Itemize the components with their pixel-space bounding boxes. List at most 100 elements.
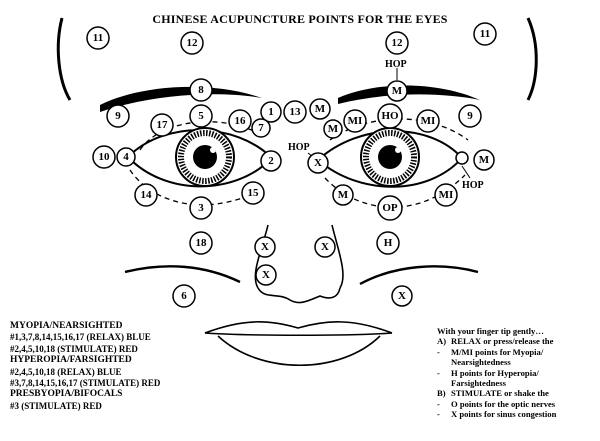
instructions-intro: With your finger tip gently…: [437, 326, 544, 336]
hop-label-top: HOP: [385, 59, 407, 70]
point-13[interactable]: 13: [283, 100, 307, 124]
treatment-legend: MYOPIA/NEARSIGHTED #1,3,7,8,14,15,16,17 …: [10, 321, 260, 412]
svg-text:9: 9: [467, 110, 473, 122]
instruction-b-item-1: - O points for the optic nerves: [437, 399, 597, 409]
point-m-inner[interactable]: M: [309, 98, 331, 120]
diagram-title: CHINESE ACUPUNCTURE POINTS FOR THE EYES: [152, 12, 448, 26]
svg-text:HO: HO: [381, 110, 399, 122]
instruction-a-item-2-text: H points for Hyperopia/: [451, 367, 539, 378]
point-11-right[interactable]: 11: [473, 22, 497, 46]
svg-text:X: X: [321, 241, 329, 253]
svg-text:12: 12: [392, 37, 404, 49]
svg-text:MI: MI: [439, 189, 454, 201]
svg-text:1: 1: [268, 106, 274, 118]
right-iris-texture: [363, 130, 417, 184]
svg-text:5: 5: [198, 110, 204, 122]
point-5[interactable]: 5: [189, 104, 213, 128]
instruction-a-text: RELAX or press/release the: [451, 336, 554, 347]
svg-text:11: 11: [480, 28, 490, 40]
instruction-b: B) STIMULATE or shake the: [437, 388, 597, 398]
point-1[interactable]: 1: [260, 101, 282, 123]
instruction-b-item-1-text: O points for the optic nerves: [451, 398, 556, 409]
svg-text:M: M: [392, 85, 403, 97]
svg-text:X: X: [314, 157, 322, 169]
nose-base: [257, 287, 341, 304]
point-o-outer-eye[interactable]: [455, 151, 469, 165]
point-7[interactable]: 7: [251, 118, 271, 138]
point-mi-lower[interactable]: MI: [434, 183, 458, 207]
instruction-a-item-1: - M/MI points for Myopia/: [437, 347, 597, 357]
point-15[interactable]: 15: [241, 181, 265, 205]
point-x-nose-left[interactable]: X: [254, 236, 276, 258]
point-mi-upper-inner[interactable]: MI: [343, 109, 367, 133]
point-12-left[interactable]: 12: [180, 31, 204, 55]
svg-text:3: 3: [198, 202, 204, 214]
svg-text:M: M: [338, 189, 349, 201]
instruction-a: A) RELAX or press/release the: [437, 336, 597, 346]
instruction-b-item-2-text: X points for sinus congestion: [451, 409, 557, 420]
svg-text:M: M: [328, 123, 339, 135]
instruction-a-item-2: - H points for Hyperopia/: [437, 368, 597, 378]
point-x-cheek-left[interactable]: X: [255, 264, 277, 286]
instruction-b-text: STIMULATE or shake the: [451, 388, 549, 399]
svg-text:10: 10: [99, 151, 111, 163]
left-temple-hair: [56, 17, 72, 101]
instructions: With your finger tip gently… A) RELAX or…: [437, 326, 597, 420]
svg-text:16: 16: [235, 115, 247, 127]
point-x-nose-right[interactable]: X: [314, 236, 336, 258]
svg-text:MI: MI: [348, 115, 363, 127]
point-ho[interactable]: HO: [377, 103, 403, 129]
point-x-cheek-right[interactable]: X: [391, 285, 413, 307]
left-cheek-line: [124, 265, 241, 284]
point-x-inner-eye[interactable]: X: [307, 152, 329, 174]
svg-text:X: X: [262, 269, 270, 281]
mouth-line: [204, 332, 393, 337]
point-16[interactable]: 16: [228, 109, 252, 133]
point-11-left[interactable]: 11: [86, 26, 110, 50]
myopia-title: MYOPIA/NEARSIGHTED: [10, 321, 123, 331]
point-8[interactable]: 8: [189, 78, 213, 102]
right-eyebrow: [338, 85, 480, 104]
point-3[interactable]: 3: [189, 196, 213, 220]
hyperopia-stimulate: #3,7,8,14,15,16,17 (STIMULATE) RED: [10, 378, 161, 389]
right-temple-hair: [526, 17, 538, 101]
svg-text:6: 6: [181, 290, 187, 302]
dash-a1: -: [437, 346, 440, 357]
left-eyebrow: [100, 86, 262, 112]
point-12-right[interactable]: 12: [385, 31, 409, 55]
point-14[interactable]: 14: [134, 183, 158, 207]
right-pupil-highlight: [395, 147, 401, 153]
hyperopia-title: HYPEROPIA/FARSIGHTED: [10, 355, 132, 366]
point-17[interactable]: 17: [150, 113, 174, 137]
left-iris-texture: [178, 130, 232, 184]
instruction-b-marker: B): [437, 388, 446, 399]
svg-text:MI: MI: [421, 115, 436, 127]
point-18[interactable]: 18: [189, 231, 213, 255]
svg-text:15: 15: [248, 187, 260, 199]
svg-text:7: 7: [258, 122, 264, 134]
point-9-left[interactable]: 9: [106, 104, 130, 128]
point-m-outer[interactable]: M: [473, 149, 495, 171]
point-mi-upper-outer[interactable]: MI: [416, 109, 440, 133]
point-2[interactable]: 2: [260, 150, 282, 172]
svg-text:9: 9: [115, 110, 121, 122]
svg-text:M: M: [315, 103, 326, 115]
point-10[interactable]: 10: [92, 145, 116, 169]
point-op[interactable]: OP: [377, 195, 403, 221]
point-9-right[interactable]: 9: [458, 104, 482, 128]
hop-line-right: [461, 165, 471, 179]
point-m-top[interactable]: M: [386, 80, 408, 102]
dash-a2: -: [437, 367, 440, 378]
dash-b2: -: [437, 409, 440, 420]
presbyopia-stimulate: #3 (STIMULATE) RED: [10, 400, 102, 411]
dash-b1: -: [437, 398, 440, 409]
point-m-brow[interactable]: M: [323, 119, 343, 139]
point-h[interactable]: H: [376, 231, 400, 255]
mouth-lower-lip: [217, 335, 381, 367]
left-dashed-upper: [139, 121, 263, 151]
instruction-a-item-2-cont: Farsightedness: [451, 378, 506, 389]
point-4[interactable]: 4: [116, 147, 136, 167]
point-m-lower[interactable]: M: [332, 184, 354, 206]
point-6[interactable]: 6: [172, 284, 196, 308]
svg-text:8: 8: [198, 84, 204, 96]
